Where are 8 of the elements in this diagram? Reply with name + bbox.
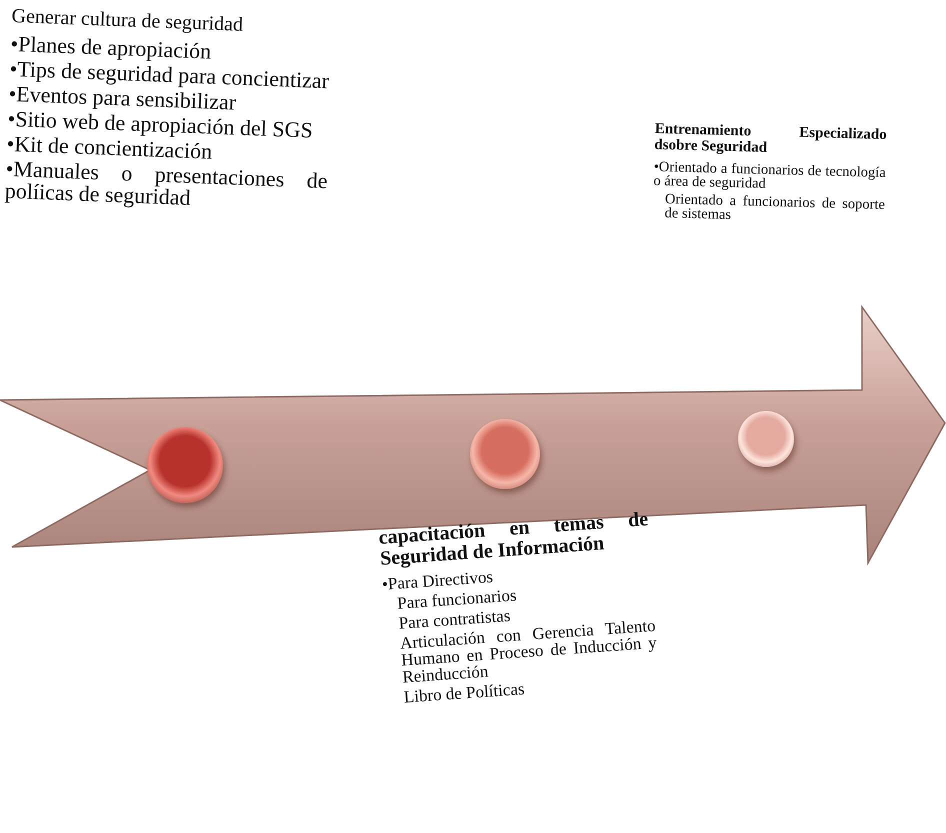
list-item: •Para Directivos xyxy=(381,567,494,593)
list-item: •Orientado a funcionarios de tecnología o área de seguridad xyxy=(653,159,886,194)
timeline-arrow xyxy=(0,305,946,567)
heading: Entrenamiento Especializado dsobre Seguridad xyxy=(654,122,887,158)
list-item: •Manuales o presentaciones de políicas de seguridad xyxy=(4,158,328,212)
heading: Generar cultura de seguridad xyxy=(11,6,244,36)
heading: capacitación en temas de Seguridad de Información xyxy=(378,509,650,570)
list-item: Orientado a funcionarios de soporte de sistemas xyxy=(663,191,886,226)
